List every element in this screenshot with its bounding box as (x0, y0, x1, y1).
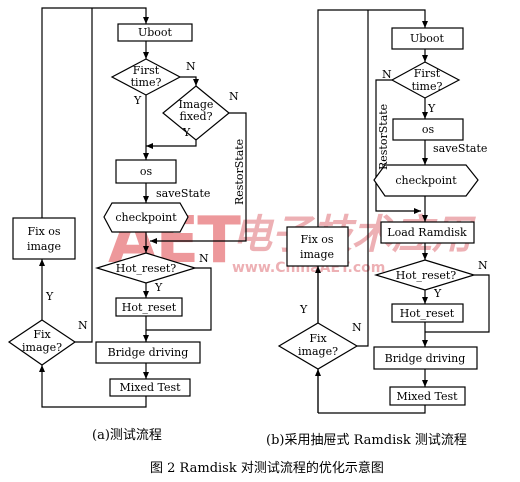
node-b-hot-reset: Hot_reset (391, 303, 464, 323)
node-a-hot-reset: Hot_reset (115, 297, 183, 317)
svg-text:Load Ramdisk: Load Ramdisk (387, 226, 467, 239)
label-a-fix-n: N (78, 319, 88, 332)
svg-text:Bridge driving: Bridge driving (108, 346, 189, 359)
flowchart-b: Uboot First time? os checkpoint Load Ram… (277, 9, 490, 414)
edges-b (315, 9, 490, 414)
svg-text:Fix: Fix (33, 328, 51, 341)
node-b-hot-reset-q: Hot_reset? (373, 259, 477, 291)
svg-text:Hot_reset: Hot_reset (122, 301, 177, 314)
node-b-first-time: First time? (390, 61, 461, 99)
label-b-fix-y: Y (299, 303, 308, 316)
svg-text:Hot_reset: Hot_reset (400, 307, 455, 320)
node-a-first-time: First time? (110, 58, 182, 96)
node-b-bridge: Bridge driving (373, 346, 478, 370)
svg-text:Bridge driving: Bridge driving (385, 352, 466, 365)
node-b-fix-image: Fix image? (277, 322, 359, 370)
svg-text:image?: image? (298, 345, 338, 358)
svg-text:Mixed Test: Mixed Test (119, 381, 181, 394)
svg-text:time?: time? (131, 76, 162, 89)
label-b-fix-n: N (352, 321, 362, 334)
node-a-hot-reset-q: Hot_reset? (94, 252, 198, 284)
label-b-first-n: N (382, 68, 392, 81)
node-b-os: os (392, 118, 464, 141)
svg-text:os: os (140, 165, 153, 178)
label-a-savestate: saveState (156, 187, 210, 200)
node-b-mixed: Mixed Test (389, 386, 466, 406)
svg-text:image: image (300, 248, 334, 261)
label-b-hot-n: N (478, 259, 488, 272)
label-b-savestate: saveState (433, 142, 487, 155)
node-a-checkpoint: checkpoint (103, 202, 189, 233)
svg-text:os: os (422, 123, 435, 136)
label-a-first-y: Y (133, 94, 142, 107)
svg-text:time?: time? (412, 80, 443, 93)
node-a-bridge: Bridge driving (95, 341, 201, 364)
svg-text:Fix os: Fix os (300, 233, 333, 246)
caption-a: (a)测试流程 (92, 428, 162, 443)
svg-text:Hot_reset?: Hot_reset? (396, 269, 456, 282)
svg-text:First: First (133, 64, 160, 77)
node-a-os: os (115, 159, 177, 184)
label-a-fixed-y: Y (182, 126, 191, 139)
label-a-hot-n: N (199, 252, 209, 265)
svg-text:First: First (414, 67, 441, 80)
svg-text:Fix os: Fix os (27, 225, 60, 238)
svg-text:checkpoint: checkpoint (115, 211, 177, 224)
label-b-first-y: Y (427, 102, 436, 115)
label-b-hot-y: Y (433, 287, 442, 300)
svg-text:Fix: Fix (309, 332, 327, 345)
svg-text:Uboot: Uboot (410, 32, 445, 45)
svg-text:Mixed Test: Mixed Test (396, 390, 458, 403)
caption-b: (b)采用抽屉式 Ramdisk 测试流程 (266, 433, 467, 448)
node-a-mixed: Mixed Test (109, 378, 191, 397)
edges-a (39, 7, 247, 408)
node-a-uboot: Uboot (117, 23, 193, 42)
svg-text:Image: Image (179, 98, 214, 111)
label-a-hot-y: Y (154, 281, 163, 294)
label-b-restorstate: RestorState (377, 104, 390, 170)
figure-caption: 图 2 Ramdisk 对测试流程的优化示意图 (150, 461, 384, 476)
svg-text:checkpoint: checkpoint (395, 174, 457, 187)
svg-text:Hot_reset?: Hot_reset? (116, 262, 176, 275)
node-a-fix-image: Fix image? (7, 319, 77, 366)
flowchart-a: Uboot First time? Image fixed? os checkp… (7, 7, 247, 408)
svg-text:Uboot: Uboot (138, 26, 173, 39)
svg-text:image?: image? (22, 341, 62, 354)
label-a-restorstate: RestorState (233, 139, 246, 205)
node-a-image-fixed: Image fixed? (162, 85, 230, 141)
svg-text:image: image (27, 240, 61, 253)
svg-text:fixed?: fixed? (180, 110, 213, 123)
label-a-fixed-n: N (229, 90, 239, 103)
node-a-fix-os: Fix os image (12, 217, 76, 260)
label-a-fix-y: Y (45, 290, 54, 303)
node-b-load-ramdisk: Load Ramdisk (380, 221, 475, 244)
label-a-first-n: N (186, 60, 196, 73)
node-b-checkpoint: checkpoint (373, 164, 479, 197)
node-b-uboot: Uboot (391, 27, 464, 50)
node-b-fix-os: Fix os image (286, 226, 349, 267)
